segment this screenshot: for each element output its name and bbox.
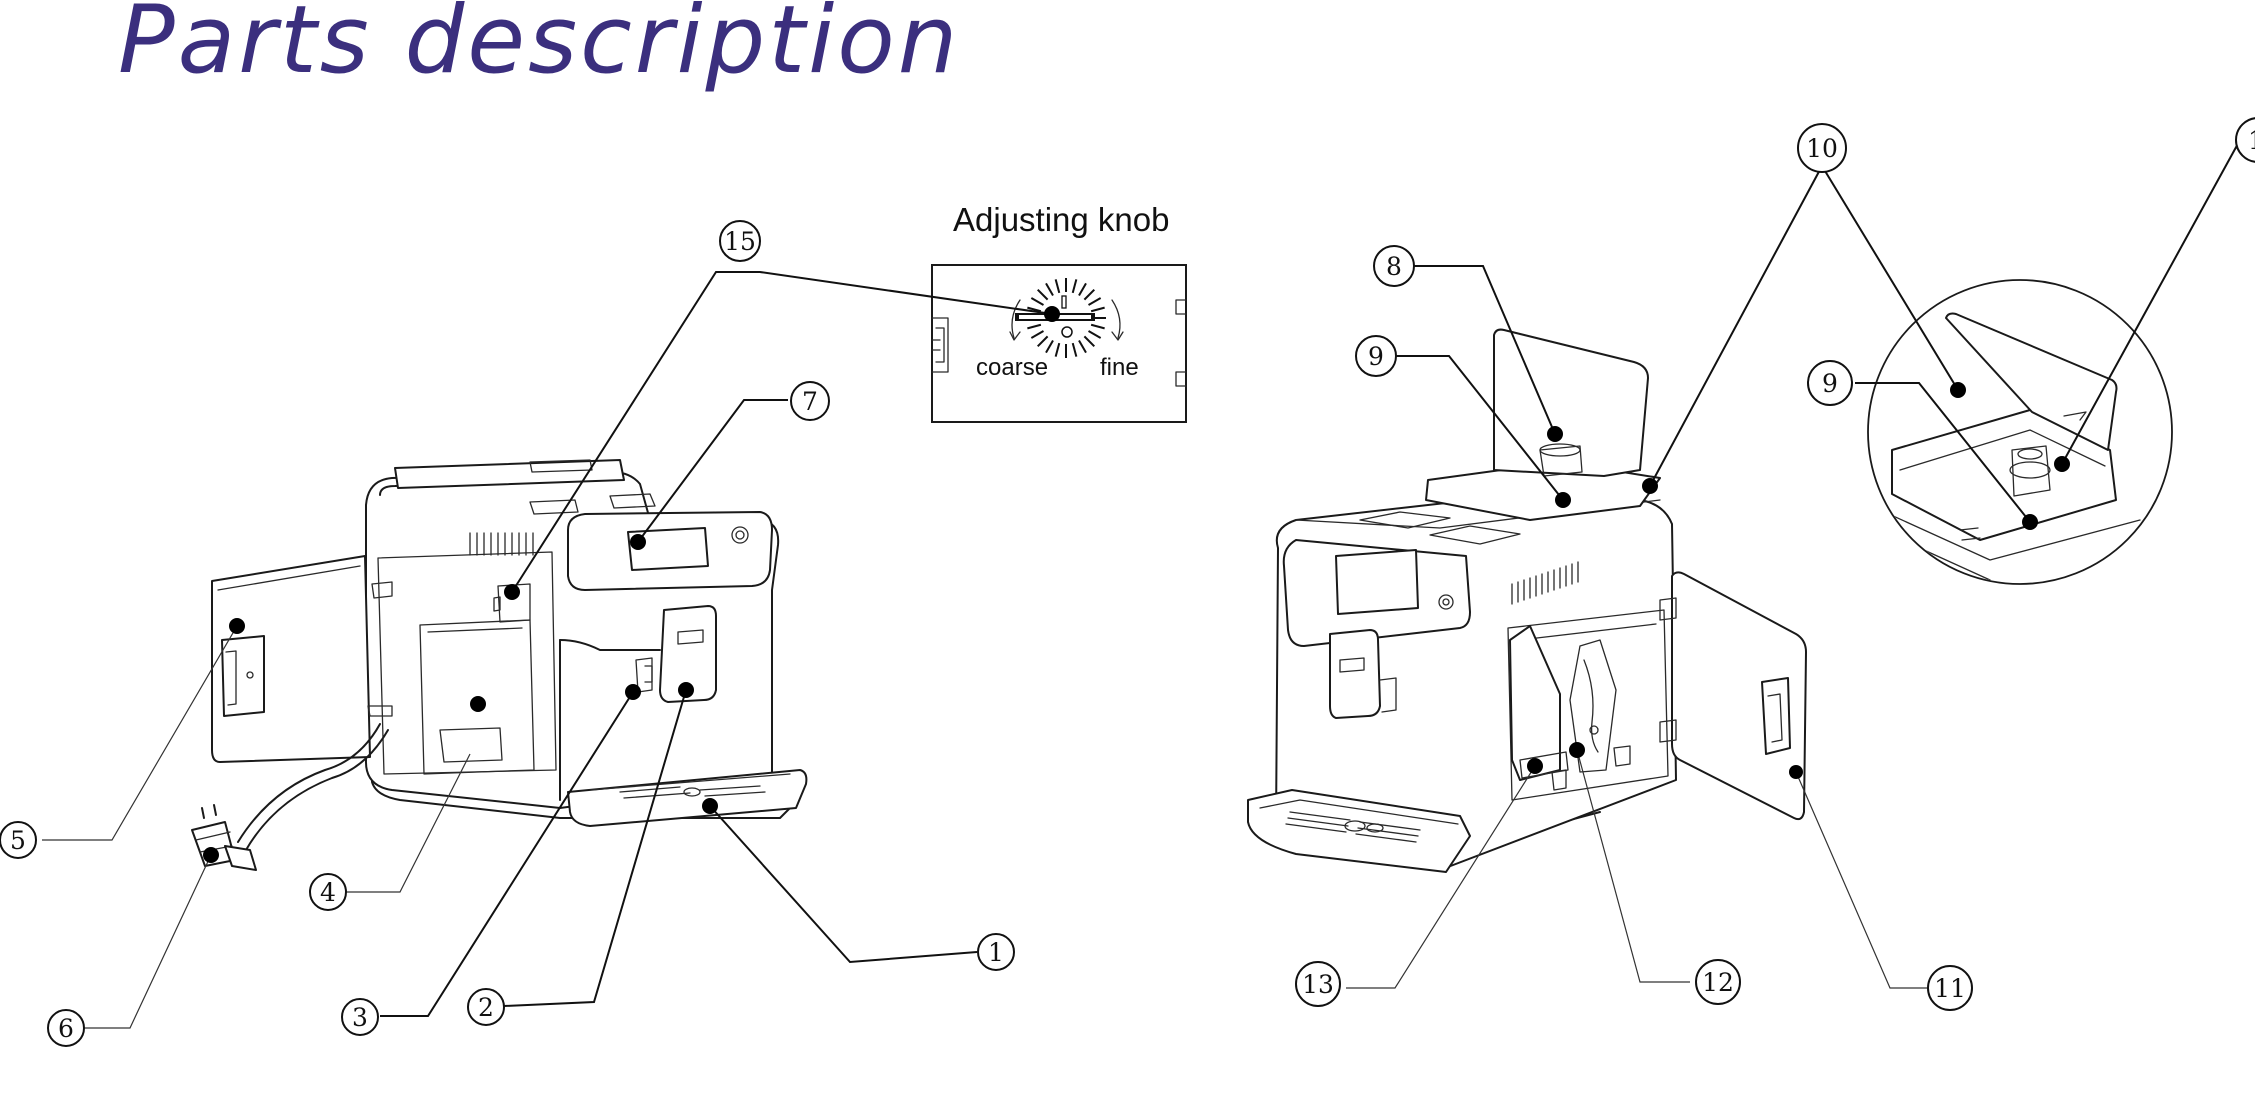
knob-coarse-label: coarse xyxy=(976,354,1048,381)
adjusting-knob-title: Adjusting knob xyxy=(953,201,1169,238)
knob-tick xyxy=(1083,289,1095,301)
knob-tick xyxy=(1088,297,1102,306)
callout-13-label: 13 xyxy=(1302,970,1334,999)
callout-14-partial: 1 xyxy=(2235,117,2255,163)
callout-10: 10 xyxy=(1797,123,1847,173)
callout-9-zoom-label: 9 xyxy=(1822,369,1838,398)
knob-tick xyxy=(1030,330,1044,339)
knob-tick xyxy=(1054,342,1061,357)
knob-tick xyxy=(1078,340,1087,354)
callout-5: 5 xyxy=(0,821,37,859)
knob-tick xyxy=(1071,342,1078,357)
callout-2-label: 2 xyxy=(478,993,494,1022)
callout-11: 11 xyxy=(1927,965,1973,1011)
cw-arrow-icon xyxy=(1111,299,1121,339)
callout-1-label: 1 xyxy=(988,938,1004,967)
callout-13: 13 xyxy=(1295,961,1341,1007)
callout-9-main: 9 xyxy=(1355,335,1397,377)
leader-lines xyxy=(42,139,2241,1029)
callout-3-label: 3 xyxy=(352,1003,368,1032)
callout-12: 12 xyxy=(1695,959,1741,1005)
ccw-arrow-icon xyxy=(1011,299,1021,339)
coffee-machine-side-view xyxy=(1247,328,1807,873)
callout-9-zoom: 9 xyxy=(1807,360,1853,406)
callout-7-label: 7 xyxy=(802,387,818,416)
knob-tick xyxy=(1071,279,1078,294)
callout-8: 8 xyxy=(1373,245,1415,287)
knob-tick xyxy=(1027,323,1042,330)
callout-11-label: 11 xyxy=(1934,974,1966,1003)
knob-tick xyxy=(1037,289,1049,301)
knob-tick xyxy=(1045,282,1054,296)
knob-tick xyxy=(1054,279,1061,294)
knob-tick xyxy=(1083,335,1095,347)
callout-4: 4 xyxy=(309,873,347,911)
knob-tick xyxy=(1090,306,1105,313)
callout-4-label: 4 xyxy=(320,878,336,907)
knob-tick xyxy=(1090,323,1105,330)
page-title: Parts description xyxy=(118,0,961,95)
marker-dots xyxy=(203,306,2070,863)
callout-6: 6 xyxy=(47,1009,85,1047)
callout-6-label: 6 xyxy=(58,1014,74,1043)
callout-1: 1 xyxy=(977,933,1015,971)
callout-5-label: 5 xyxy=(10,826,26,855)
callout-10-label: 10 xyxy=(1806,134,1838,163)
knob-tick xyxy=(1027,306,1042,313)
callout-15-label: 15 xyxy=(724,227,756,256)
knob-tick xyxy=(1030,297,1044,306)
adjusting-knob-detail: Adjusting knob coarse fine xyxy=(931,201,1187,423)
knob-fine-label: fine xyxy=(1100,354,1139,381)
knob-tick xyxy=(1045,340,1054,354)
callout-15: 15 xyxy=(719,220,761,262)
callout-9-main-label: 9 xyxy=(1368,342,1384,371)
hopper-zoom-detail xyxy=(1867,279,2173,585)
knob-tick xyxy=(1088,330,1102,339)
callout-3: 3 xyxy=(341,998,379,1036)
callout-8-label: 8 xyxy=(1386,252,1402,281)
callout-7: 7 xyxy=(790,381,830,421)
callout-2: 2 xyxy=(467,988,505,1026)
knob-tick xyxy=(1078,282,1087,296)
callout-12-label: 12 xyxy=(1702,968,1734,997)
knob-tick xyxy=(1037,335,1049,347)
callout-14-partial-label: 1 xyxy=(2248,126,2255,155)
